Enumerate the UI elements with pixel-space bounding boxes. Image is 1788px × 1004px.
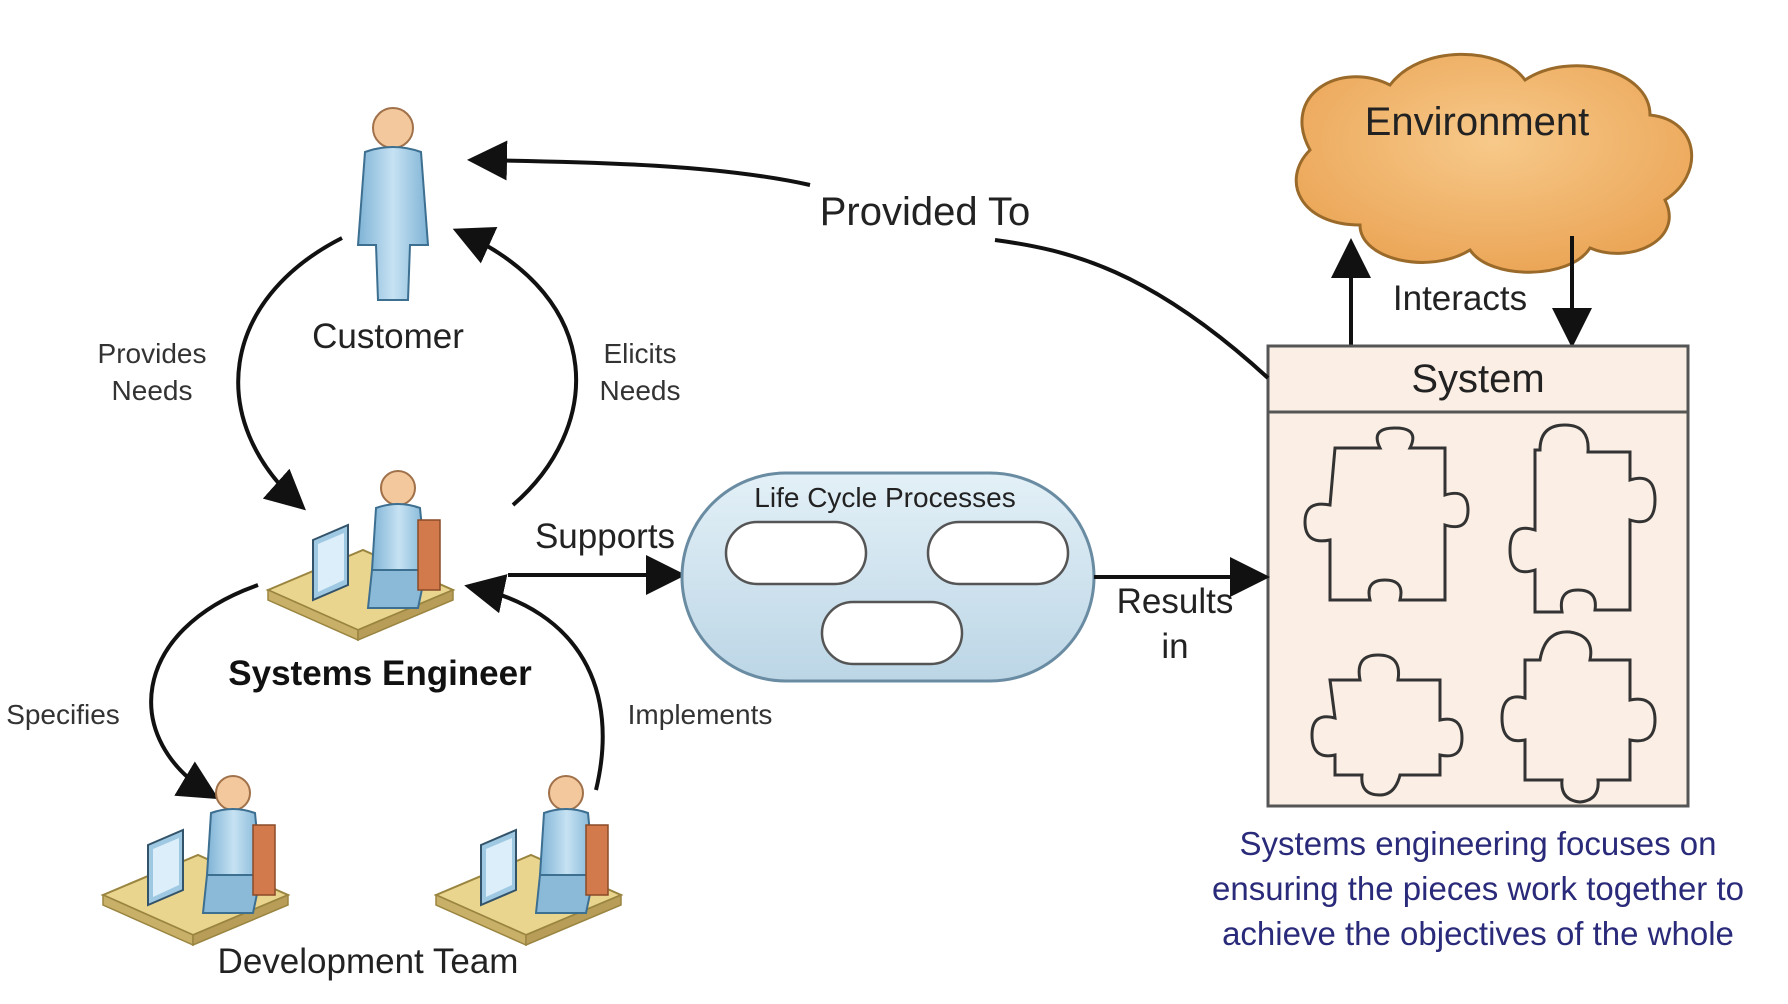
interacts-label: Interacts [1393,279,1527,318]
note-line-2: ensuring the pieces work together to [1212,870,1744,907]
note-line-3: achieve the objectives of the whole [1222,915,1734,952]
system-label: System [1411,357,1544,401]
provides-needs-arrow [236,236,343,511]
supports-label: Supports [535,517,675,556]
specifies-arrow [149,583,259,800]
environment-cloud: Environment [1294,52,1694,274]
systems-engineer-label: Systems Engineer [228,654,532,693]
customer-figure: Customer [312,107,464,356]
workstation-icon [435,775,622,946]
person-icon [356,146,430,301]
life-cycle-processes: Life Cycle Processes [680,471,1096,683]
puzzle-piece-icon [1508,423,1657,614]
note-line-1: Systems engineering focuses on [1240,825,1717,862]
system-box: System [1266,344,1690,808]
system-note: Systems engineering focuses on ensuring … [1212,825,1744,952]
environment-label: Environment [1365,100,1590,144]
elicits-needs-arrow [452,227,578,507]
results-in-label-1: Results [1117,582,1234,621]
provides-needs-label-2: Needs [112,375,193,406]
life-cycle-processes-label: Life Cycle Processes [754,482,1015,513]
provided-to-arrow [467,140,811,187]
developer-figure-left [102,775,289,946]
provides-needs-label-1: Provides [98,338,207,369]
workstation-icon [267,470,454,641]
puzzle-piece-icon [1500,630,1657,804]
process-slot [724,520,868,586]
puzzle-piece-icon [1310,653,1464,797]
developer-figure-right [435,775,622,946]
implements-arrow [464,574,605,791]
elicits-needs-label-1: Elicits [603,338,676,369]
workstation-icon [102,775,289,946]
customer-label: Customer [312,317,464,356]
process-slot [820,600,964,666]
systems-engineer-figure [267,470,454,641]
implements-label: Implements [628,699,773,730]
provided-to-arrow-tail [994,238,1270,380]
provided-to-label: Provided To [820,190,1031,234]
development-team-label: Development Team [218,942,519,981]
elicits-needs-label-2: Needs [600,375,681,406]
puzzle-piece-icon [1303,426,1470,602]
results-in-label-2: in [1161,627,1188,666]
specifies-label: Specifies [6,699,120,730]
process-slot [926,520,1070,586]
